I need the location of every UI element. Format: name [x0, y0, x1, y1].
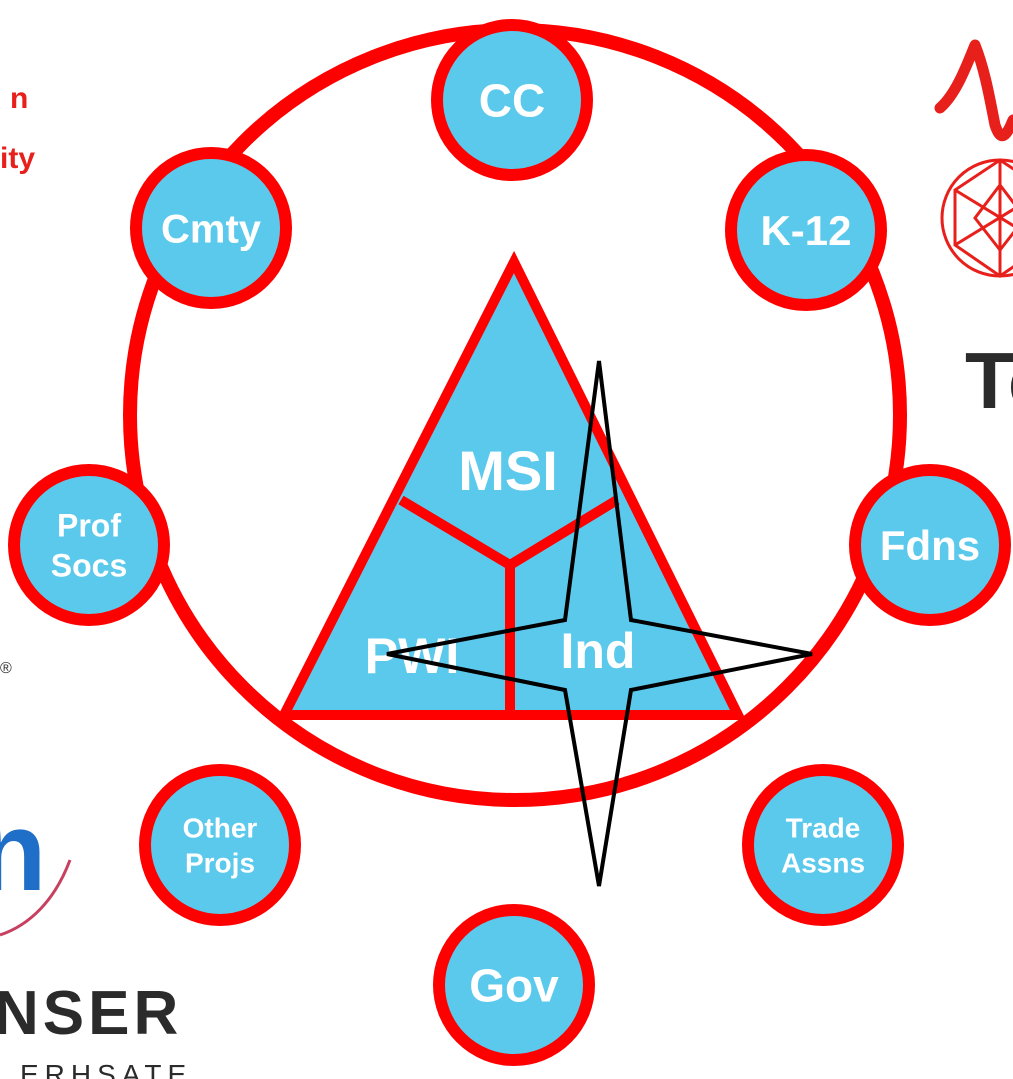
ring-node-circle — [433, 904, 595, 1066]
ring-node-circle — [8, 464, 170, 626]
ring-node-circle — [431, 19, 593, 181]
swoosh-logo-icon — [0, 859, 72, 937]
ring-node-circle — [139, 764, 301, 926]
ring-node-label: Prof — [57, 508, 121, 544]
four-point-star-icon — [386, 360, 813, 887]
ring-node-circle — [849, 464, 1011, 626]
ring-node-k12: K-12 — [725, 149, 887, 311]
ring-node-label: CC — [479, 75, 545, 127]
ring-node-label: Socs — [51, 548, 127, 584]
ring-node-label: Cmty — [161, 207, 262, 251]
ring-node-label: Assns — [781, 848, 865, 879]
ring-node-cc: CC — [431, 19, 593, 181]
section-label-msi: MSI — [458, 439, 558, 502]
partial-bottom-logo-line-2: ERHSATE — [20, 1059, 192, 1079]
ring-node-fdns: Fdns — [849, 464, 1011, 626]
ring-node-label: Trade — [786, 813, 861, 844]
ring-node-circle — [742, 764, 904, 926]
ring-node-gov: Gov — [433, 904, 595, 1066]
geodesic-sphere-logo-icon — [940, 158, 1013, 278]
ring-node-label: Other — [183, 813, 258, 844]
partial-blue-logo-text: n — [0, 789, 46, 914]
ring-node-cmty: Cmty — [130, 147, 292, 309]
ring-node-circle — [725, 149, 887, 311]
section-label-pwi: PWI — [365, 628, 459, 684]
ring-node-label: Fdns — [880, 522, 980, 569]
section-label-ind: Ind — [561, 623, 636, 679]
ring-node-label: Gov — [469, 960, 559, 1012]
central-triangle: MSI PWI Ind — [275, 250, 747, 720]
registered-mark: ® — [0, 660, 12, 677]
partial-bottom-logo-line-1: NSER — [0, 979, 182, 1048]
ring-node-label: K-12 — [760, 207, 851, 254]
partial-red-text-line-1: n — [10, 82, 28, 115]
waveform-logo-icon — [934, 39, 1013, 142]
partial-red-text-line-2: ity — [0, 142, 35, 175]
partial-dark-logo-text: Tc — [965, 336, 1013, 425]
ring-node-circle — [130, 147, 292, 309]
ring-node-label: Projs — [185, 848, 255, 879]
